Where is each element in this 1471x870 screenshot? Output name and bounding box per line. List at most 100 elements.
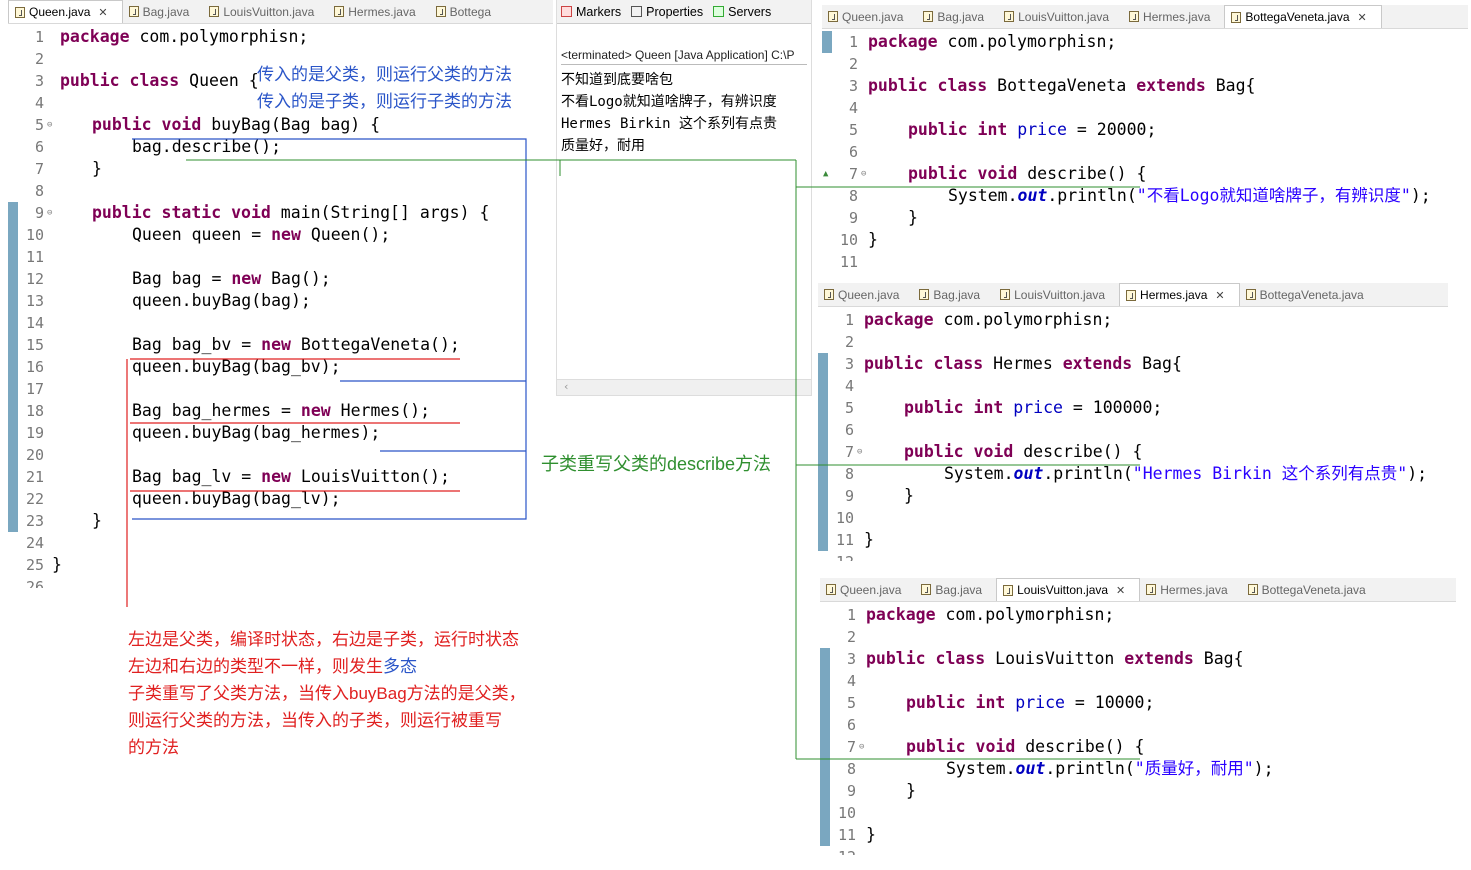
tab-bag-java[interactable]: Bag.java	[913, 284, 994, 306]
line-number: 1	[848, 33, 858, 51]
line-number: 25	[25, 556, 44, 574]
gutter-marker	[818, 375, 828, 397]
gutter-marker	[8, 202, 18, 224]
close-icon[interactable]: ✕	[1357, 11, 1367, 24]
tab-bottegaveneta-java[interactable]: BottegaVeneta.java✕	[1224, 5, 1382, 28]
tab-hermes-java[interactable]: Hermes.java	[1140, 579, 1241, 601]
tab-bottegaveneta-java[interactable]: Bottega	[430, 1, 505, 23]
keyword-token: public	[904, 442, 964, 461]
tab-louisvuitton-java[interactable]: LouisVuitton.java✕	[996, 578, 1141, 601]
tab-bottegaveneta-java[interactable]: BottegaVeneta.java	[1242, 579, 1380, 601]
console-horizontal-scrollbar[interactable]: ‹	[557, 379, 811, 395]
code-text: Bag{	[1132, 354, 1182, 373]
keyword-token: public	[908, 164, 968, 183]
keyword-token: void	[975, 737, 1016, 756]
tab-hermes-java[interactable]: Hermes.java	[1123, 6, 1224, 28]
code-text: System.out.println("Hermes Birkin 这个系列有点…	[944, 463, 1427, 485]
gutter-marker	[820, 670, 830, 692]
fold-icon[interactable]: ⊖	[861, 169, 867, 179]
code-text: public void describe() {	[908, 163, 1146, 185]
field-token: price	[1013, 398, 1063, 417]
hermes-editor: Queen.java Bag.java LouisVuitton.java He…	[818, 283, 1448, 561]
gutter-marker	[8, 532, 18, 554]
gutter-marker	[8, 510, 18, 532]
code-text: }	[908, 208, 918, 227]
code-text: Bag bag_hermes =	[132, 401, 301, 420]
tab-queen-java[interactable]: Queen.java✕	[8, 0, 123, 23]
line-number: 7	[846, 738, 856, 756]
tab-properties[interactable]: Properties	[631, 5, 703, 19]
keyword-token: package	[868, 32, 938, 51]
code-text: Hermes	[983, 354, 1063, 373]
fold-icon[interactable]: ⊖	[857, 447, 863, 457]
tab-bag-java[interactable]: Bag.java	[915, 579, 996, 601]
keyword-token: public	[904, 398, 964, 417]
java-file-icon	[919, 289, 930, 300]
code-text: describe() {	[1015, 737, 1145, 756]
tab-louisvuitton-java[interactable]: LouisVuitton.java	[994, 284, 1119, 306]
java-file-icon	[1245, 289, 1256, 300]
gutter-marker	[8, 92, 18, 114]
line-number: 12	[25, 270, 44, 288]
keyword-token: public	[908, 120, 968, 139]
tab-hermes-java[interactable]: Hermes.java✕	[1119, 283, 1240, 306]
tab-hermes-java[interactable]: Hermes.java	[328, 1, 429, 23]
tab-bag-java[interactable]: Bag.java	[917, 6, 998, 28]
code-line: 9⊖public static void main(String[] args)…	[8, 202, 553, 224]
tab-louisvuitton-java[interactable]: LouisVuitton.java	[203, 1, 328, 23]
java-file-icon	[209, 6, 220, 17]
line-number: 2	[34, 50, 44, 68]
code-text: Bag bag = new Bag();	[132, 268, 331, 290]
gutter-marker	[8, 70, 18, 92]
code-line: 6	[820, 714, 1456, 736]
code-text: Queen queen = new Queen();	[132, 224, 390, 246]
fold-icon[interactable]: ⊖	[47, 208, 53, 218]
tab-queen-java[interactable]: Queen.java	[818, 284, 913, 306]
console-view: Markers Properties Servers <terminated> …	[556, 0, 812, 396]
line-number: 8	[844, 465, 854, 483]
tab-bag-java[interactable]: Bag.java	[123, 1, 204, 23]
gutter-marker	[8, 268, 18, 290]
code-text: Bag bag_bv =	[132, 335, 262, 354]
code-line: 12	[818, 551, 1448, 561]
tab-queen-java[interactable]: Queen.java	[822, 6, 917, 28]
line-number: 8	[34, 182, 44, 200]
code-text: public class BottegaVeneta extends Bag{	[868, 75, 1255, 97]
code-line: 9}	[822, 207, 1468, 229]
override-marker-icon: ▲	[823, 169, 829, 179]
code-line: 11}	[818, 529, 1448, 551]
line-number: 18	[25, 402, 44, 420]
gutter-marker	[822, 229, 832, 251]
fold-icon[interactable]: ⊖	[859, 742, 865, 752]
line-number: 2	[844, 333, 854, 351]
gutter-marker	[820, 648, 830, 670]
tab-servers[interactable]: Servers	[713, 5, 771, 19]
close-icon[interactable]: ✕	[1215, 289, 1225, 302]
tab-markers[interactable]: Markers	[561, 5, 621, 19]
gutter-marker	[822, 207, 832, 229]
keyword-token: int	[975, 693, 1006, 712]
tab-louisvuitton-java[interactable]: LouisVuitton.java	[998, 6, 1123, 28]
fold-icon[interactable]: ⊖	[47, 120, 53, 130]
scroll-left-icon[interactable]: ‹	[563, 380, 570, 393]
java-file-icon	[1129, 11, 1140, 22]
tab-bottegaveneta-java[interactable]: BottegaVeneta.java	[1240, 284, 1378, 306]
note-parent-method: 传入的是父类，则运行父类的方法	[257, 65, 512, 84]
gutter-marker	[8, 378, 18, 400]
line-number: 5	[34, 116, 44, 134]
tab-queen-java[interactable]: Queen.java	[820, 579, 915, 601]
close-icon[interactable]: ✕	[1116, 584, 1126, 597]
gutter-marker	[8, 554, 18, 576]
code-line: 8 System.out.println("Hermes Birkin 这个系列有…	[818, 463, 1448, 485]
code-text: System.	[946, 759, 1016, 778]
close-icon[interactable]: ✕	[98, 6, 108, 19]
